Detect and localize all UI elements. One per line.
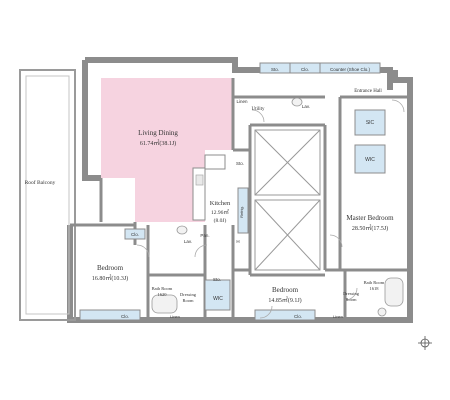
kitchen-area-1: 12.96㎡ <box>211 208 229 216</box>
linen-bottom-label: Linen <box>170 314 180 319</box>
bath-right-line1: Bath Room <box>364 280 385 285</box>
sto-kitchen-label: Sto. <box>236 161 244 166</box>
dressing-left-line1: Dressing <box>180 292 197 297</box>
pan-label: Pan. <box>200 233 209 238</box>
bath-fixtures <box>151 97 404 317</box>
dressing-right-line2: Room <box>345 297 357 302</box>
entrance-hall-name: Entrance Hall <box>354 89 382 94</box>
clo-left-top-label: Clo. <box>131 232 139 237</box>
clo-left-bottom-label: Clo. <box>121 314 129 319</box>
living-dining-name: Living Dining <box>138 129 178 137</box>
bedroom-left-name: Bedroom <box>97 264 124 272</box>
wic-bottom-label: WIC <box>213 296 223 302</box>
sic-label: SIC <box>366 120 375 126</box>
bedroom-center-area: 14.85㎡(9.1J) <box>268 296 301 304</box>
wic-master-label: WIC <box>365 157 375 163</box>
void-area <box>254 129 321 271</box>
lav-top-label: Lav. <box>302 104 310 109</box>
roof-balcony-name: Roof Balcony <box>25 179 56 186</box>
kitchen-name: Kitchen <box>210 200 231 207</box>
master-bedroom-name: Master Bedroom <box>346 214 394 222</box>
clo-top-label: Clo. <box>301 67 309 72</box>
sto-top-label: Sto. <box>271 67 279 72</box>
master-bedroom-area: 28.50㎡(17.5J) <box>352 224 388 232</box>
storage-units <box>79 62 386 321</box>
lav-left-label: Lav. <box>184 239 192 244</box>
dressing-right-line1: Dressing <box>343 291 360 296</box>
sto-bottom-label: Sto. <box>213 277 221 282</box>
kitchen-area-2: (8.0J) <box>214 217 227 224</box>
roof-balcony <box>19 69 76 321</box>
exterior-walls <box>67 57 413 323</box>
dressing-left-line2: Room <box>182 298 194 303</box>
living-dining-area-label: 61.74㎡(38.1J) <box>140 139 176 147</box>
kitchen-counter <box>192 154 226 221</box>
bath-right-line2: 1618 <box>370 286 380 291</box>
compass-icon <box>418 336 432 350</box>
bedroom-left-area: 16.80㎡(10.3J) <box>92 274 128 282</box>
clo-center-bottom-label: Clo. <box>294 314 302 319</box>
bath-left-line1: Bath Room <box>152 286 173 291</box>
bedroom-center-name: Bedroom <box>272 286 299 294</box>
linen-top-label: Linen <box>236 99 248 104</box>
refrig-label: Refrig. <box>239 206 244 218</box>
door-swings <box>136 99 405 319</box>
counter-label: Counter (Shoe Clo.) <box>330 67 371 72</box>
h-mark-label: H <box>236 239 239 244</box>
linen-right-label: Linen <box>333 314 343 319</box>
bath-left-line2: 1620 <box>158 292 168 297</box>
utility-name: Utility <box>251 107 265 112</box>
